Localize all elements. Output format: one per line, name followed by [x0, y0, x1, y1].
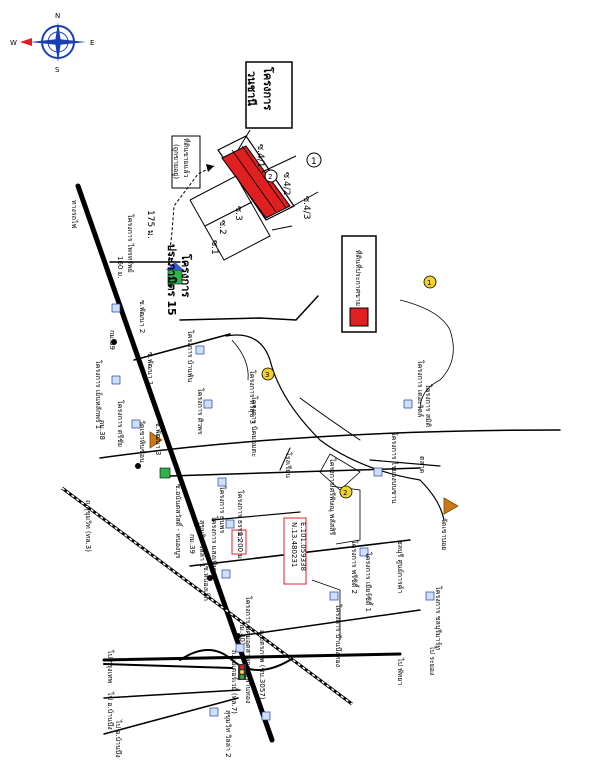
- legend-label: ที่ดินที่ประกาศขาย: [354, 250, 363, 306]
- svg-text:1: 1: [311, 157, 317, 167]
- to-banbung-label: ไป อ.บ้านบึง: [106, 691, 115, 730]
- project-title-line1: โครงการ: [261, 66, 275, 110]
- plot-label-4-1: ซ.4/1: [255, 144, 265, 167]
- place-label: โครงการ ตรีชัย: [116, 400, 125, 447]
- road-rayong-label: ถ.สุขุมวิท (ทล.3): [84, 500, 92, 552]
- svg-text:3: 3: [265, 371, 269, 379]
- place-label: โครงการ ธรรมา: [236, 490, 245, 540]
- place-label: โครงการ ทวีสุข 3: [248, 370, 257, 424]
- to-rayong-label: ไป ระยอง: [428, 645, 437, 675]
- place-label: โครงการ ธนพร: [218, 486, 227, 533]
- road-phatthana3-label: ซ.พัฒนา 3: [154, 422, 162, 455]
- road-mittraphap-label: ถ.มิตรภาพ (ชบ.3057): [258, 630, 266, 700]
- sold-plot-label: ที่ดินขายแล้ว: [182, 138, 191, 178]
- road-km40-label: กม.40: [238, 622, 246, 642]
- road-anantasawat-label: ซ.อนันตสวัสดิ์ - หนองบูร: [174, 484, 184, 559]
- distance-175: 175 ม.: [145, 210, 155, 239]
- road-phaitong-label: ซ.พัฒนา 2: [138, 300, 146, 333]
- coord-e: E.101.059338: [299, 522, 307, 571]
- place-label: โครงการ เยียร์ซิตี้ 1: [364, 552, 375, 612]
- place-label: สุขุมวิท วิลล่า 1: [198, 520, 206, 568]
- place-label: โครงการ ชลบุรีมาร์ท: [434, 586, 443, 650]
- road-km39b-label: กม.39: [188, 534, 196, 554]
- project-title-line2: วนชานี: [245, 71, 258, 106]
- legend-swatch: [349, 307, 369, 327]
- compass-east-label: E: [90, 39, 94, 47]
- to-nongmon-label: ไป อ.บ้านบึง - หนองใหญ่: [114, 719, 123, 760]
- svg-text:1,200 ม.: 1,200 ม.: [236, 532, 244, 561]
- to-pattaya-label: ไป พัทยา: [396, 657, 405, 686]
- place-label: โครงการ สมิติ: [424, 384, 433, 428]
- to-bangkok-label: ไป กรุงเทพ: [106, 649, 115, 684]
- coord-n: N.13.480231: [290, 522, 298, 567]
- sold-plot-box: ที่ดินขายแล้ว (ถูกขายอยู่): [171, 135, 201, 189]
- svg-text:2: 2: [268, 173, 272, 181]
- place-label: โครงการ ไรยองบนซาน: [390, 432, 399, 504]
- road-phatthana1-label: ซ.พัฒนา 1: [146, 352, 154, 385]
- plot-marker-1: 1: [306, 152, 322, 168]
- price-tag: 1,200 ม.: [231, 529, 247, 561]
- place-label: ชลบุรี ศูนย์การค้า: [396, 540, 404, 593]
- temple-icon: [149, 431, 459, 515]
- road-km39-label: กม.39: [108, 330, 116, 350]
- project-title-box: โครงการ วนชานี: [245, 61, 293, 129]
- svg-text:1: 1: [427, 279, 431, 287]
- legend: ที่ดินที่ประกาศขาย: [341, 235, 377, 333]
- plot-grid: [189, 129, 319, 261]
- project-building-icon: [159, 262, 184, 479]
- plot-label-3: ซ.3: [233, 206, 243, 221]
- place-label: โครงการ ศิวพร: [196, 388, 205, 435]
- circle-marker-3: 3: [261, 367, 275, 381]
- place-label: โครงการ บ้านบึงทอง: [334, 604, 343, 667]
- compass-north-label: N: [55, 12, 60, 20]
- circle-marker-2: 2: [339, 485, 353, 499]
- plot-label-2: ซ.2: [217, 220, 227, 235]
- place-label: วัดเขาบอย: [440, 518, 448, 550]
- svg-text:2: 2: [343, 489, 347, 497]
- circle-marker-1: 1: [423, 275, 437, 289]
- compass-south-label: S: [55, 66, 60, 74]
- place-label: โครงการ พรีซิตี้ 2: [350, 540, 361, 594]
- house-icons: [111, 303, 435, 721]
- place-label: ตลาด: [418, 456, 426, 473]
- place-label: โครงการ เดอะวิลล์: [416, 360, 425, 417]
- traffic-light-icon: [238, 664, 246, 680]
- landmark-project-line2: ประภามิตร 15: [165, 244, 178, 316]
- plot-label-1: ซ.1: [209, 240, 219, 255]
- plot-marker-2: 2: [264, 169, 278, 183]
- place-label: วัดเขาหินซ้อน: [138, 420, 146, 463]
- coordinate-box: N.13.480231 E.101.059338: [283, 517, 307, 585]
- place-label: โครงการ เย็นหลักพร์ 1: [94, 360, 103, 429]
- road-railway-label: ทางรถไฟ: [70, 200, 79, 228]
- plot-label-4-2: ซ.4/2: [281, 172, 291, 195]
- landmark-project-line1: โครงการ: [179, 253, 193, 297]
- road-km38-label: กม.38: [98, 420, 106, 440]
- place-label: โครงการ ไพรทรัพย์: [126, 214, 135, 273]
- place-label: โครงการ บ้านพัน: [186, 330, 195, 383]
- compass-rose-icon: N S E W: [10, 12, 94, 74]
- place-label: โครงการ ศรีพิษณุ พลัสสิรี: [328, 458, 337, 535]
- plot-label-4-3: ซ.4/3: [301, 196, 311, 219]
- sold-plot-sub: (ถูกขายอยู่): [172, 144, 180, 179]
- place-label: โครงการ นิคมอมตะ: [250, 396, 259, 457]
- distance-160: 160 ม.: [116, 256, 124, 278]
- road-nonglek-label: ซ.หนองเล็ก: [202, 566, 211, 601]
- road-motorway-label: ถ.มอเตอร์เวย์ (ทล.7): [230, 650, 238, 714]
- place-label: โรงเรียน: [284, 452, 293, 478]
- compass-west-label: W: [10, 39, 17, 47]
- place-label: สุขุมวิท วิลล่า 2: [224, 710, 232, 758]
- place-label: โครงการ นิคมอุตสาหกรรมพานทอง: [244, 596, 253, 703]
- place-label: โครงการ แสงเทียน: [210, 516, 219, 574]
